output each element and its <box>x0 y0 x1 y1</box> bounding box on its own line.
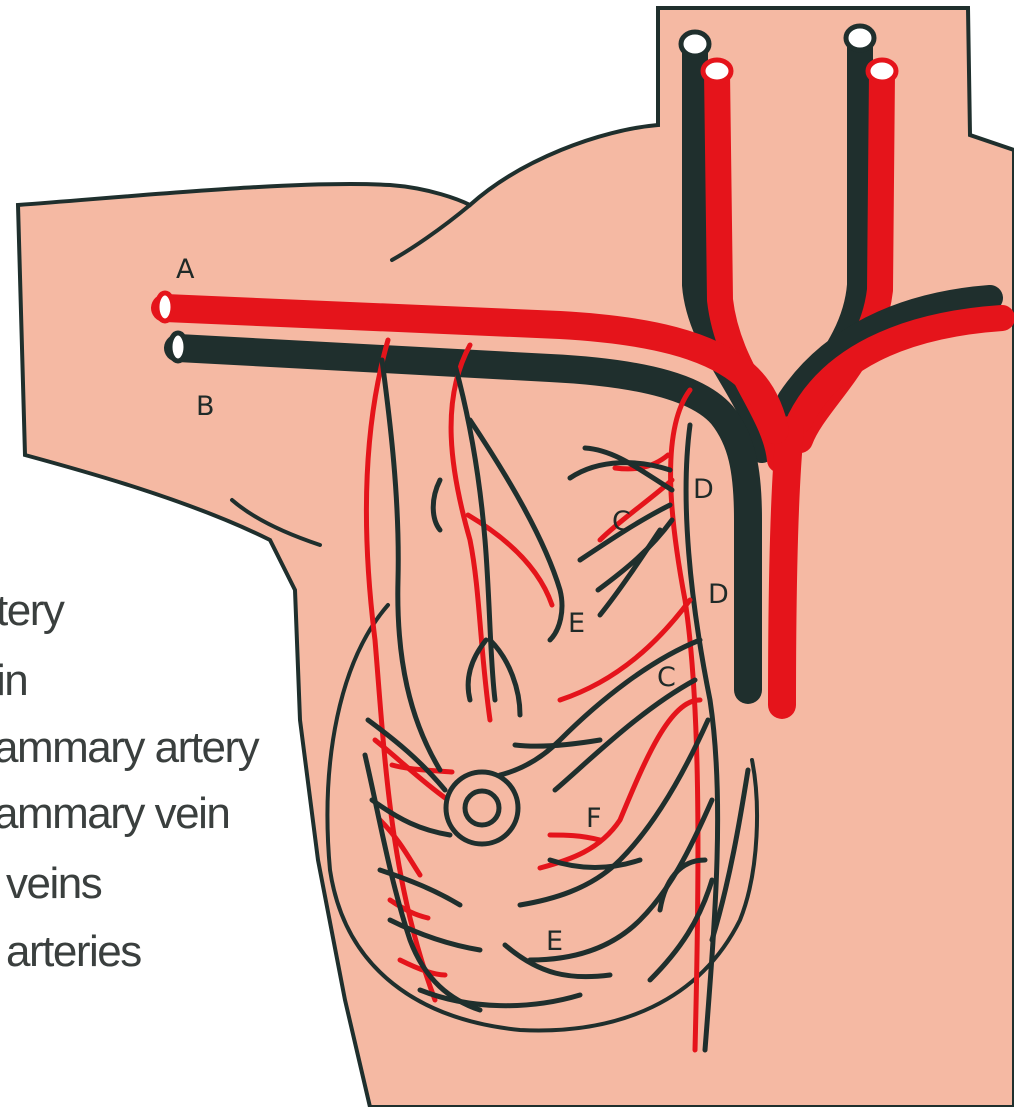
neck-vein-left-opening <box>681 32 709 56</box>
legend-line-6: arteries <box>6 927 141 976</box>
neck-vein-right-opening <box>846 26 874 50</box>
legend-line-3: ammary artery <box>0 723 260 772</box>
label-F: F <box>586 803 602 834</box>
legend-line-2: in <box>0 656 27 705</box>
brachiocephalic-artery <box>782 430 790 705</box>
label-D-upper: D <box>693 474 714 505</box>
axillary-artery-opening <box>157 293 173 321</box>
nipple <box>465 791 499 825</box>
label-E-lower: E <box>546 926 563 957</box>
label-A: A <box>176 254 195 285</box>
legend-line-1: tery <box>0 586 65 635</box>
label-D-lower: D <box>708 579 729 610</box>
legend-line-4: ammary vein <box>0 789 229 838</box>
label-C-upper: C <box>612 506 631 537</box>
label-B: B <box>196 391 215 422</box>
label-C-lower: C <box>657 662 676 693</box>
label-E-upper: E <box>568 608 585 639</box>
neck-artery-left-opening <box>703 60 731 82</box>
axillary-vein-opening <box>170 333 186 361</box>
neck-artery-right-opening <box>868 60 896 82</box>
legend-line-5: veins <box>6 859 102 908</box>
